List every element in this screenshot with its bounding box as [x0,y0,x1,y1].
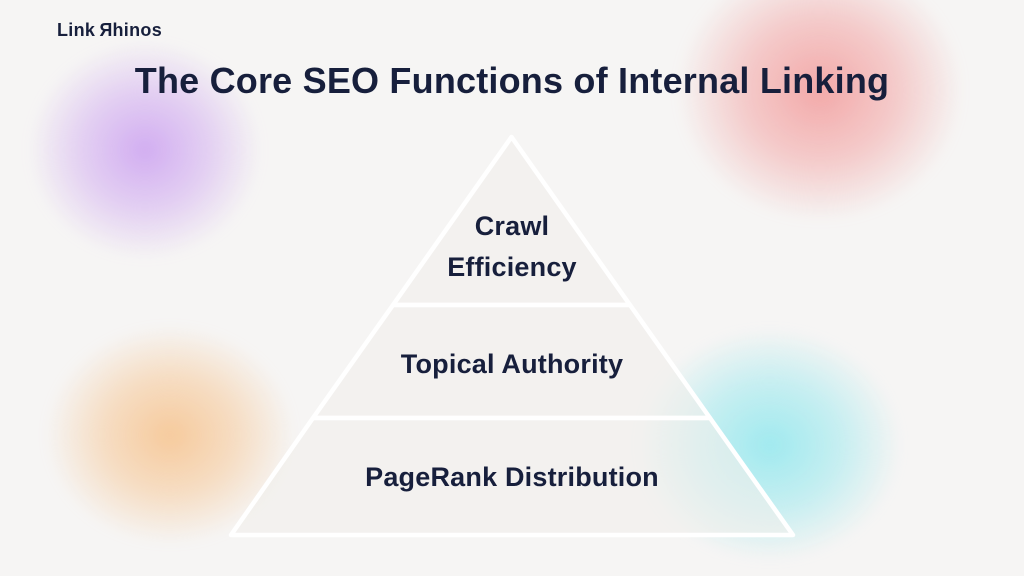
logo-mirrored-r: R [99,20,113,40]
page-title: The Core SEO Functions of Internal Linki… [134,60,890,101]
pyramid-level-3-label: PageRank Distribution [365,462,659,492]
logo-prefix: Link [57,20,96,40]
pyramid-level-2-label: Topical Authority [400,349,624,379]
logo-suffix: hinos [112,20,163,40]
pyramid-level-1-label: Crawl Efficiency [447,211,577,282]
